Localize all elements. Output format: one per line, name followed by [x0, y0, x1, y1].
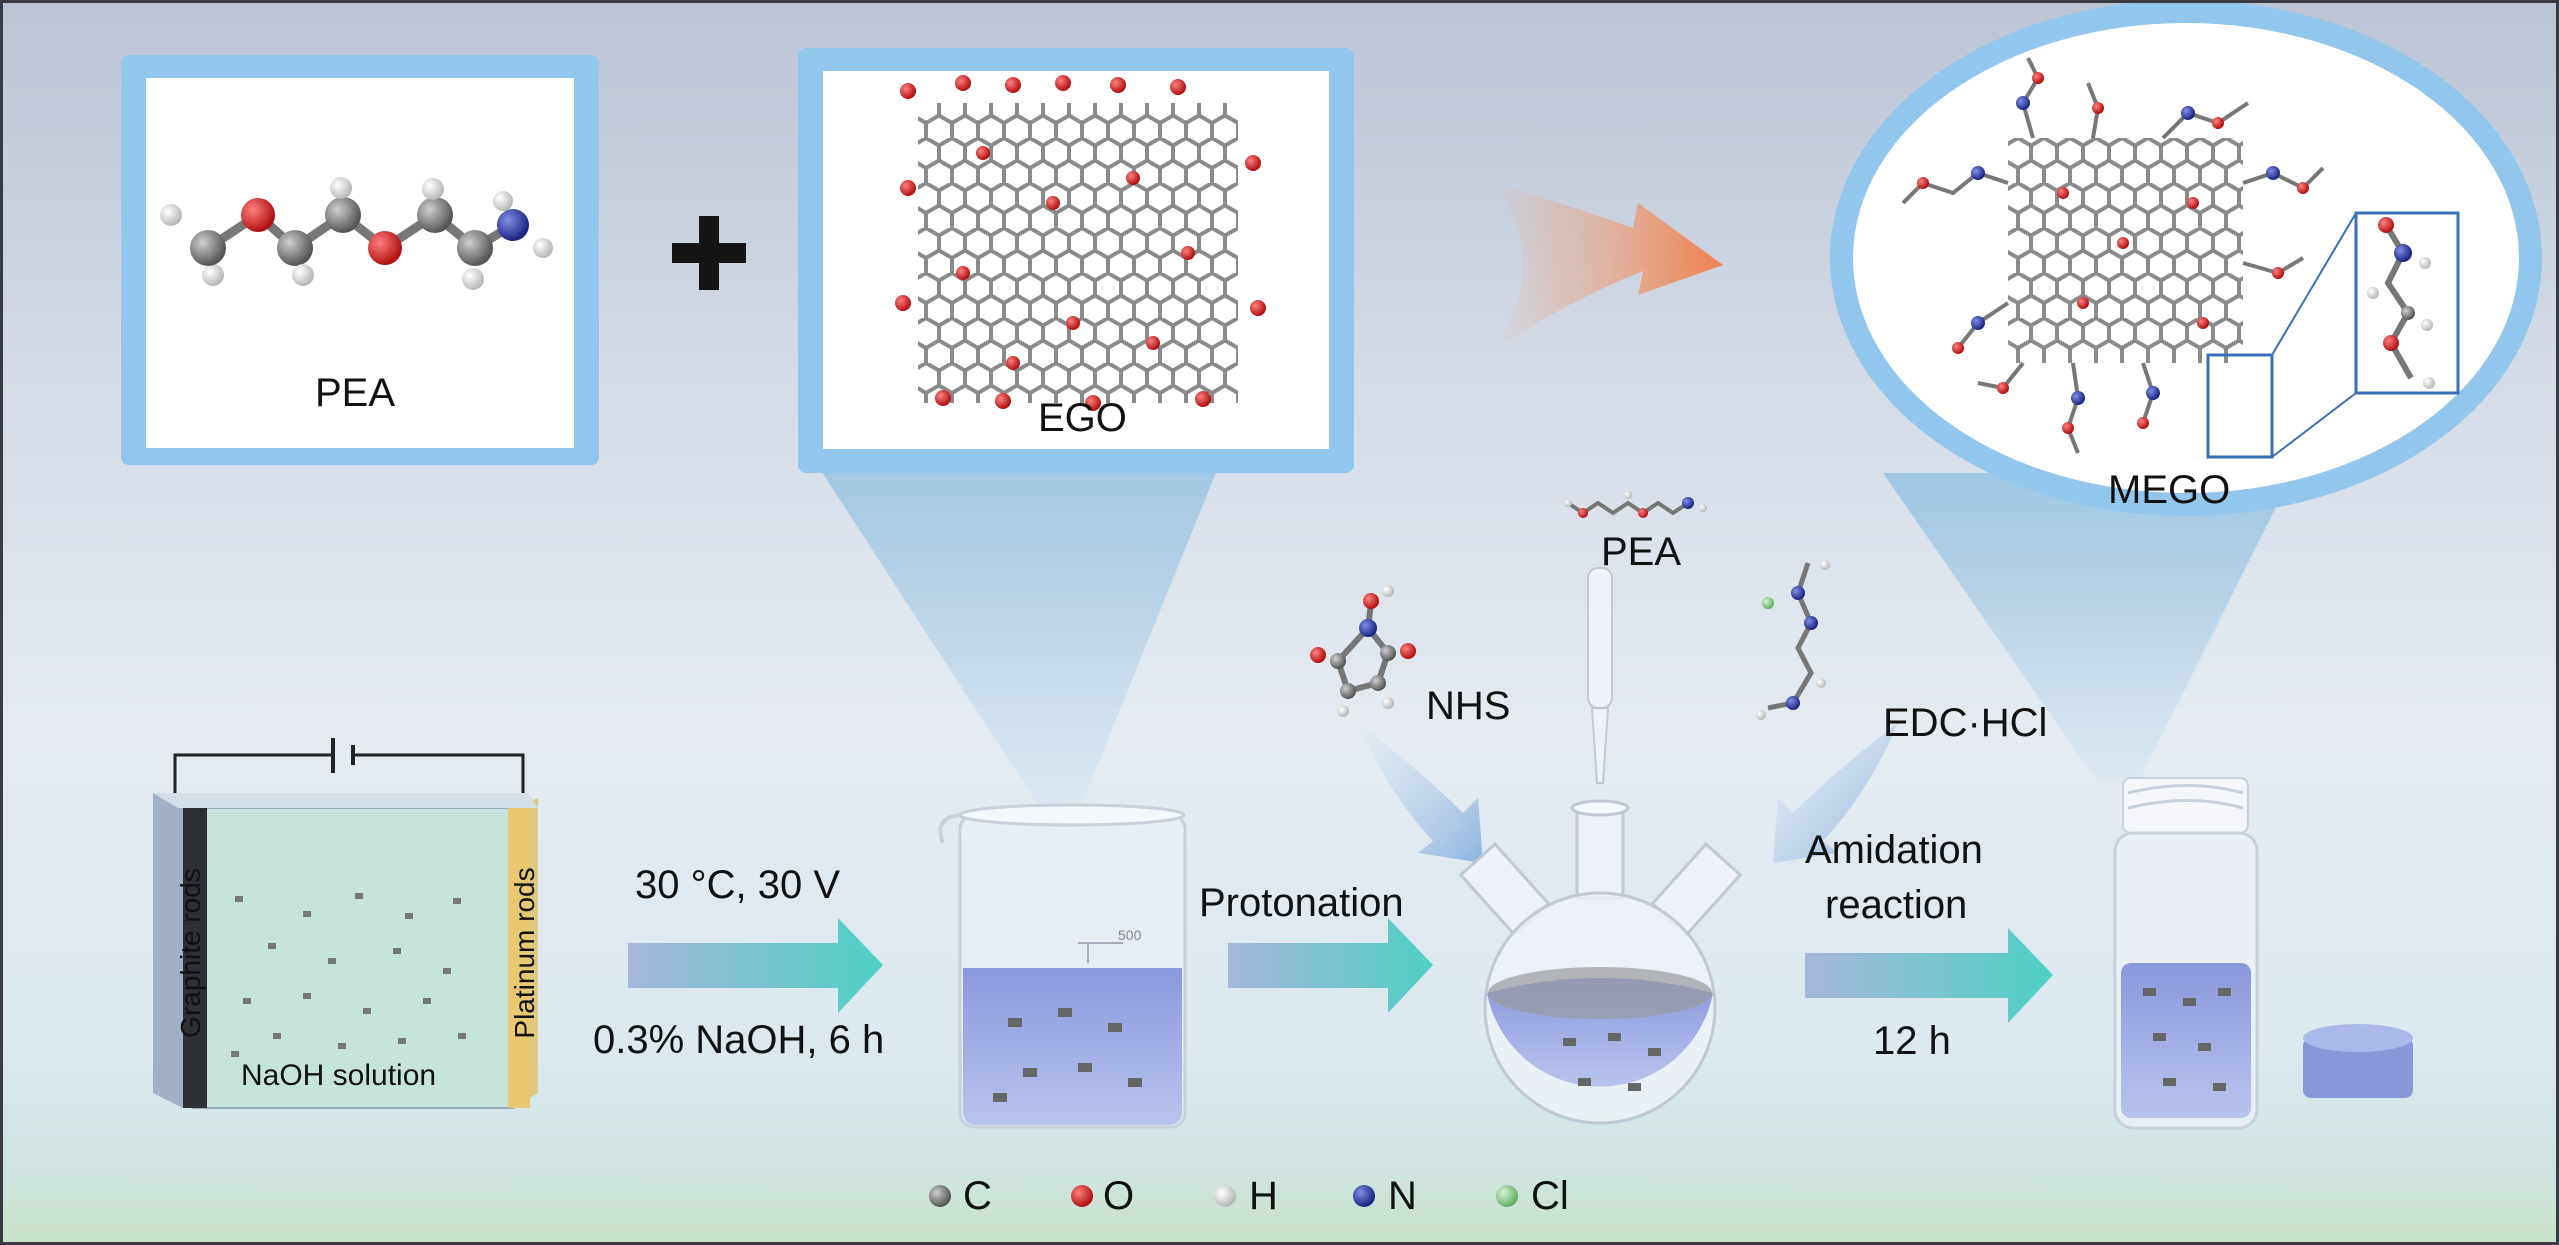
orange-transition-arrow	[1493, 183, 1723, 351]
ego-panel-label: EGO	[1038, 396, 1127, 440]
legend-label-c: C	[963, 1174, 992, 1218]
vial	[2113, 777, 2413, 1130]
pea-molecule-model	[160, 177, 553, 290]
legend-label-o: O	[1103, 1174, 1135, 1218]
small-pea-molecule	[1564, 491, 1707, 518]
legend-label-n: N	[1388, 1174, 1417, 1218]
zoom-inset-box	[2354, 211, 2460, 395]
ego-graphene-sheet	[895, 75, 1266, 411]
mego-functionalized-sheet	[1901, 57, 2460, 459]
legend-dot-c	[929, 1185, 951, 1207]
graphite-electrode	[183, 803, 207, 1108]
naoh-solution-label: NaOH solution	[241, 1059, 437, 1092]
step3-label-line2: reaction	[1825, 883, 1968, 927]
zoom-source-box	[2206, 353, 2274, 459]
legend-dot-n	[1353, 1185, 1375, 1207]
mego-projection-beam	[1883, 473, 2293, 783]
beaker-liquid	[963, 968, 1182, 1125]
ego-projection-beam	[803, 443, 1228, 813]
step1-conditions-bottom: 0.3% NaOH, 6 h	[593, 1018, 885, 1062]
three-neck-flask	[1458, 799, 1743, 1125]
step3-time: 12 h	[1873, 1019, 1951, 1063]
beaker-500-mark: 500	[1118, 927, 1142, 943]
platinum-electrode	[508, 803, 530, 1108]
legend-dot-h	[1214, 1185, 1236, 1207]
process-arrow-1	[628, 918, 883, 1013]
platinum-rods-label: Platinum rods	[509, 867, 540, 1039]
graphite-rods-label: Graphite rods	[175, 868, 206, 1038]
edc-molecule	[1756, 560, 1830, 720]
step2-label: Protonation	[1199, 881, 1404, 925]
figure-artwork	[121, 3, 2542, 1207]
legend-dot-cl	[1496, 1185, 1518, 1207]
atom-legend	[929, 1185, 1518, 1207]
vial-liquid	[2121, 963, 2251, 1118]
legend-label-cl: Cl	[1531, 1174, 1569, 1218]
edc-curved-arrow	[1773, 723, 1898, 863]
nhs-curved-arrow	[1358, 723, 1483, 863]
nhs-molecule	[1310, 585, 1416, 717]
vial-cap	[2303, 1038, 2413, 1098]
nhs-label: NHS	[1426, 684, 1511, 728]
pipette	[1587, 567, 1613, 784]
legend-label-h: H	[1249, 1174, 1278, 1218]
mego-panel-label: MEGO	[2108, 468, 2231, 512]
process-arrow-2	[1228, 918, 1433, 1013]
process-arrow-3	[1805, 928, 2053, 1023]
step1-conditions-top: 30 °C, 30 V	[635, 863, 840, 907]
step3-label-line1: Amidation	[1805, 828, 1983, 872]
electrolysis-cell	[153, 738, 538, 1109]
edc-label: EDC·HCl	[1883, 701, 2048, 745]
legend-dot-o	[1071, 1185, 1093, 1207]
beaker	[938, 803, 1187, 1129]
pea-panel-label: PEA	[315, 371, 396, 415]
pipette-pea-label: PEA	[1601, 530, 1682, 574]
